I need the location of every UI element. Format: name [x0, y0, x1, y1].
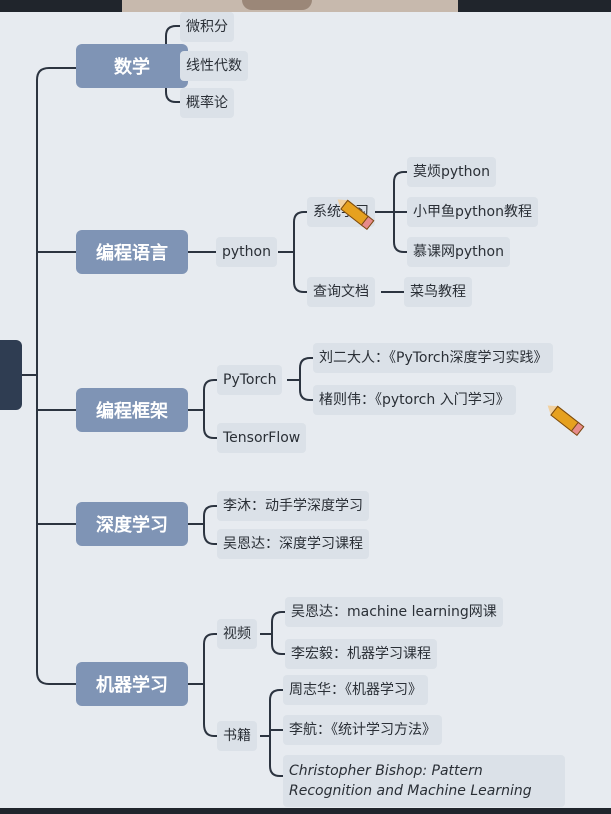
sub-python[interactable]: python: [216, 237, 277, 267]
sub-books[interactable]: 书籍: [217, 721, 257, 751]
sub-query-docs[interactable]: 查询文档: [307, 277, 375, 307]
leaf-bishop-prml[interactable]: Christopher Bishop: Pattern Recognition …: [283, 755, 565, 807]
leaf-mofan-python[interactable]: 莫烦python: [407, 157, 496, 187]
leaf-limu-dl[interactable]: 李沐：动手学深度学习: [217, 491, 369, 521]
branch-frameworks[interactable]: 编程框架: [76, 388, 188, 432]
leaf-liu-pytorch[interactable]: 刘二大人：《PyTorch深度学习实践》: [313, 343, 554, 373]
branch-deep-learning[interactable]: 深度学习: [76, 502, 188, 546]
leaf-lihongyi-ml[interactable]: 李宏毅：机器学习课程: [285, 639, 437, 669]
leaf-ng-ml[interactable]: 吴恩达：machine learning网课: [285, 597, 503, 627]
leaf-linear-algebra[interactable]: 线性代数: [180, 51, 248, 81]
branch-math[interactable]: 数学: [76, 44, 188, 88]
leaf-ng-dl[interactable]: 吴恩达：深度学习课程: [217, 529, 369, 559]
sub-tensorflow[interactable]: TensorFlow: [217, 423, 307, 453]
leaf-chu-pytorch[interactable]: 楮则伟：《pytorch 入门学习》: [313, 385, 516, 415]
branch-programming-language[interactable]: 编程语言: [76, 230, 188, 274]
leaf-probability[interactable]: 概率论: [180, 88, 234, 118]
branch-machine-learning[interactable]: 机器学习: [76, 662, 188, 706]
bottom-bar: [0, 808, 611, 814]
leaf-runoob[interactable]: 菜鸟教程: [404, 277, 472, 307]
leaf-calculus[interactable]: 微积分: [180, 12, 234, 42]
leaf-zhou-ml-book[interactable]: 周志华：《机器学习》: [283, 675, 428, 705]
sub-video[interactable]: 视频: [217, 619, 257, 649]
sub-pytorch[interactable]: PyTorch: [217, 365, 283, 395]
root-node[interactable]: [0, 340, 22, 410]
leaf-mooc-python[interactable]: 慕课网python: [407, 237, 510, 267]
leaf-xiaojiayu-python[interactable]: 小甲鱼python教程: [407, 197, 538, 227]
webcam-preview: [122, 0, 458, 12]
top-bar: [0, 0, 611, 12]
leaf-lihang-book[interactable]: 李航：《统计学习方法》: [283, 715, 442, 745]
